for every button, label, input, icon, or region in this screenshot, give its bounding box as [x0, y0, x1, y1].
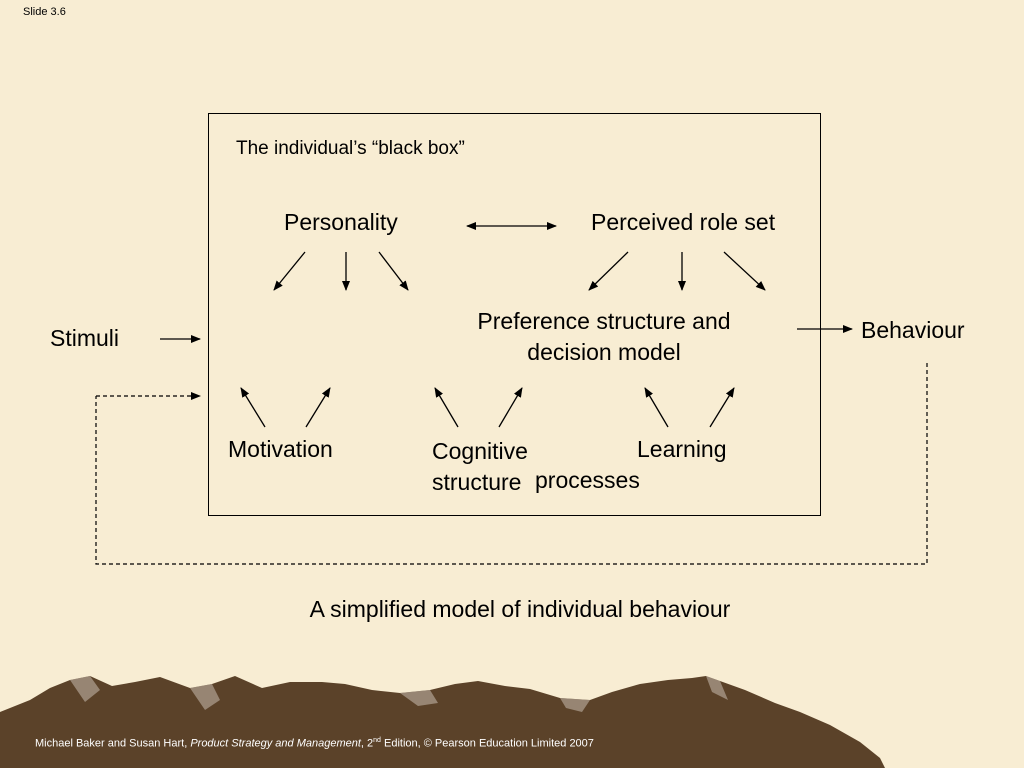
citation-edition-suffix: nd — [373, 737, 381, 744]
cognitive-arrow-left — [434, 387, 459, 428]
feedback-loop — [95, 363, 928, 565]
personality-arrow-right — [378, 251, 409, 291]
citation-book-title: Product Strategy and Management — [190, 737, 361, 750]
citation-footer: Michael Baker and Susan Hart, Product St… — [35, 737, 594, 750]
cognitive-structure-node: Cognitive structure — [432, 438, 528, 495]
black-box-frame — [208, 113, 821, 516]
processes-node: processes — [535, 467, 640, 493]
motivation-arrow-right — [305, 387, 331, 428]
learning-arrow-right — [709, 387, 735, 428]
learning-arrow-left — [644, 387, 669, 428]
citation-authors: Michael Baker and Susan Hart, — [35, 737, 191, 750]
roleset-arrow-left — [588, 251, 629, 291]
personality-node: Personality — [284, 209, 398, 235]
motivation-arrow-left — [240, 387, 266, 428]
citation-edition: , 2 — [360, 737, 374, 750]
cognitive-arrow-right — [498, 387, 523, 428]
black-box-title: The individual’s “black box” — [236, 138, 465, 159]
citation-publisher: Edition, © Pearson Education Limited 200… — [380, 737, 594, 750]
personality-arrow-left — [273, 251, 306, 291]
motivation-node: Motivation — [228, 436, 333, 462]
preference-structure-node: Preference structure and decision model — [477, 308, 731, 365]
perceived-role-set-node: Perceived role set — [591, 209, 776, 235]
behaviour-node: Behaviour — [861, 317, 965, 343]
roleset-arrow-right — [723, 251, 766, 291]
stimuli-node: Stimuli — [50, 325, 120, 351]
slide-number: Slide 3.6 — [23, 6, 66, 18]
diagram-caption: A simplified model of individual behavio… — [309, 596, 731, 622]
mountain-decoration — [0, 676, 885, 768]
learning-node: Learning — [637, 436, 727, 462]
